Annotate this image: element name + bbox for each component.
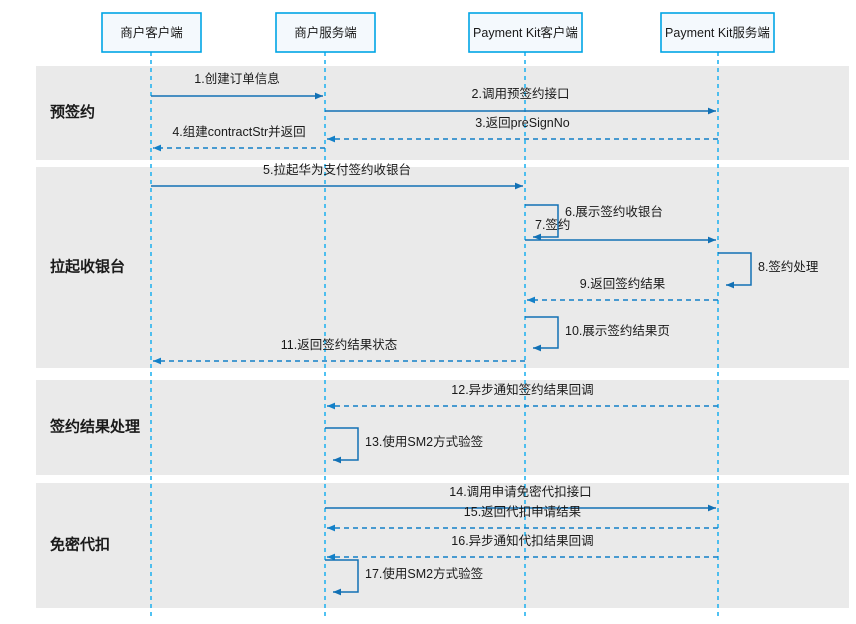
message-label: 5.拉起华为支付签约收银台: [263, 162, 411, 177]
message-8: 8.签约处理: [718, 252, 819, 289]
message-label: 1.创建订单信息: [194, 71, 279, 86]
message-10: 10.展示签约结果页: [525, 316, 670, 352]
self-loop-path: [325, 427, 359, 464]
band-background: [36, 380, 849, 475]
actor-paymentkit-server[interactable]: Payment Kit服务端: [660, 12, 775, 53]
message-6: 6.展示签约收银台: [525, 204, 663, 241]
message-17: 17.使用SM2方式验签: [325, 559, 484, 596]
actor-merchant-client[interactable]: 商户客户端: [101, 12, 202, 53]
band-background: [36, 66, 849, 160]
band-pre-sign: 预签约: [36, 66, 849, 160]
band-label: 免密代扣: [50, 535, 110, 553]
message-label: 11.返回签约结果状态: [281, 337, 397, 352]
actor-box[interactable]: [660, 12, 775, 53]
message-label: 7.签约: [535, 217, 570, 232]
actor-label: 商户客户端: [120, 25, 183, 40]
actor-paymentkit-client[interactable]: Payment Kit客户端: [468, 12, 583, 53]
message-4: 4.组建contractStr并返回: [153, 125, 325, 152]
band-password-free-deduct: 免密代扣: [36, 483, 849, 608]
actor-box[interactable]: [468, 12, 583, 53]
self-loop-path: [325, 559, 359, 596]
message-label: 3.返回preSignNo: [475, 116, 570, 130]
message-7: 7.签约: [525, 217, 716, 244]
band-background: [36, 483, 849, 608]
message-label: 10.展示签约结果页: [565, 323, 670, 338]
message-2: 2.调用预签约接口: [325, 86, 716, 115]
message-9: 9.返回签约结果: [527, 276, 718, 304]
message-layer: 1.创建订单信息 2.调用预签约接口 3.返回preSignNo 4.组建contra…: [151, 71, 819, 596]
message-label: 6.展示签约收银台: [565, 204, 663, 219]
band-background: [36, 167, 849, 368]
actor-label: Payment Kit客户端: [473, 25, 578, 40]
message-label: 8.签约处理: [758, 259, 819, 274]
message-label: 15.返回代扣申请结果: [464, 505, 582, 519]
actor-box[interactable]: [275, 12, 376, 53]
message-11: 11.返回签约结果状态: [153, 337, 525, 365]
self-loop-path: [525, 204, 559, 241]
actor-layer: 商户客户端 商户服务端 Payment Kit客户端 Payment Kit服务端: [101, 12, 775, 53]
message-label: 16.异步通知代扣结果回调: [451, 534, 593, 548]
message-12: 12.异步通知签约结果回调: [327, 382, 718, 410]
actor-label: 商户服务端: [294, 25, 357, 40]
actor-box[interactable]: [101, 12, 202, 53]
message-label: 14.调用申请免密代扣接口: [449, 484, 591, 499]
band-label: 签约结果处理: [49, 417, 140, 435]
band-label: 预签约: [50, 103, 95, 121]
message-1: 1.创建订单信息: [151, 71, 323, 100]
actor-merchant-server[interactable]: 商户服务端: [275, 12, 376, 53]
actor-label: Payment Kit服务端: [665, 25, 770, 40]
band-label: 拉起收银台: [50, 257, 125, 275]
message-14: 14.调用申请免密代扣接口: [325, 484, 716, 512]
message-5: 5.拉起华为支付签约收银台: [151, 162, 523, 190]
band-sign-result: 签约结果处理: [36, 380, 849, 475]
message-3: 3.返回preSignNo: [327, 116, 718, 143]
message-label: 2.调用预签约接口: [472, 86, 570, 101]
message-13: 13.使用SM2方式验签: [325, 427, 484, 464]
self-loop-path: [718, 252, 752, 289]
message-16: 16.异步通知代扣结果回调: [327, 534, 718, 561]
message-label: 9.返回签约结果: [580, 276, 666, 291]
message-label: 17.使用SM2方式验签: [365, 566, 484, 581]
band-launch-cashier: 拉起收银台: [36, 167, 849, 368]
lifeline-layer: [150, 52, 719, 620]
message-label: 13.使用SM2方式验签: [365, 434, 484, 449]
self-loop-path: [525, 316, 559, 352]
message-15: 15.返回代扣申请结果: [327, 505, 718, 532]
message-label: 4.组建contractStr并返回: [172, 125, 305, 139]
message-label: 12.异步通知签约结果回调: [451, 382, 593, 397]
